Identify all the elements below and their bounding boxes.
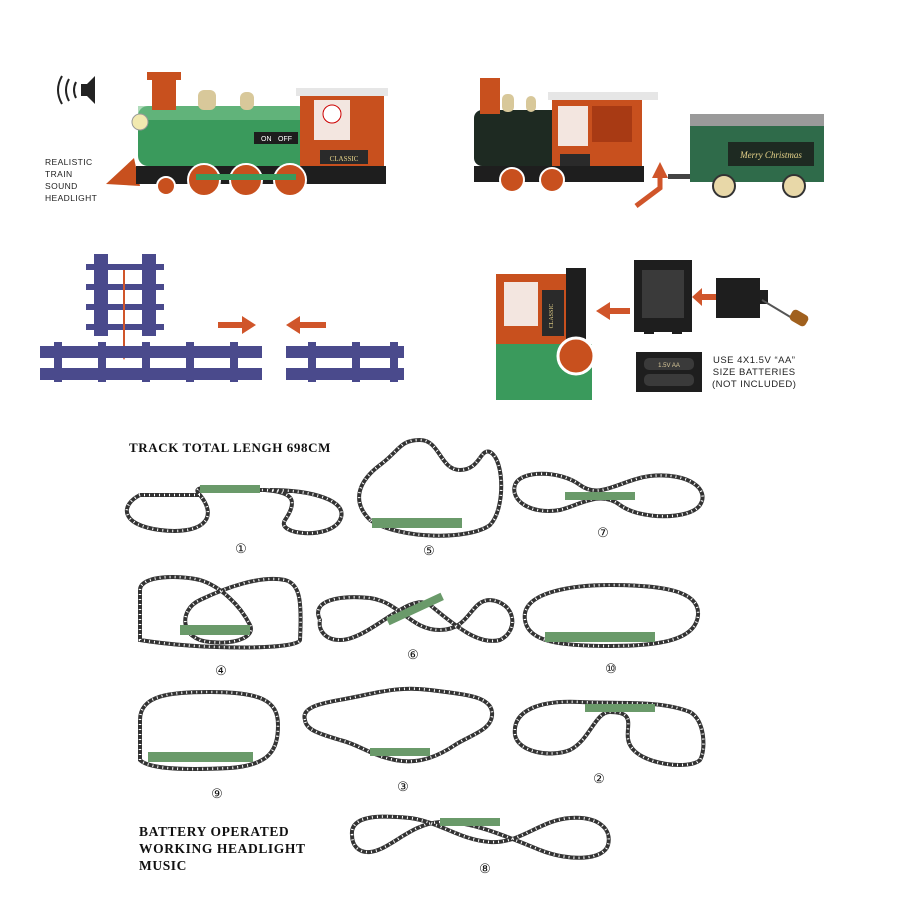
- switch-on-label: ON: [261, 136, 272, 143]
- track-title: TRACK TOTAL LENGH 698CM: [129, 440, 331, 455]
- layout-number-8: ⑧: [479, 861, 491, 876]
- footer-line: BATTERY OPERATED: [139, 824, 290, 839]
- feature-line: SOUND: [45, 181, 78, 191]
- track-layout-6: [316, 592, 515, 643]
- feature-list: REALISTIC TRAIN SOUND HEADLIGHT: [45, 156, 97, 204]
- track-layout-3: [302, 686, 495, 764]
- loco-nameplate: CLASSIC: [330, 155, 359, 163]
- layout-number-2: ②: [593, 771, 605, 786]
- layout-number-4: ④: [215, 663, 227, 678]
- feature-line: TRAIN: [45, 169, 73, 179]
- switch-off-label: OFF: [278, 136, 292, 143]
- battery-note-line: USE 4X1.5V “AA”: [712, 355, 796, 366]
- track-layout-7: [512, 471, 705, 519]
- battery-note: USE 4X1.5V “AA” SIZE BATTERIES (NOT INCL…: [712, 355, 796, 391]
- layout-number-10: ⑩: [605, 661, 617, 676]
- loco-nameplate-rear: CLASSIC: [549, 304, 555, 329]
- battery-install-image: CLASSIC 1.5V AA: [496, 260, 816, 400]
- battery-note-line: (NOT INCLUDED): [712, 379, 797, 390]
- layout-number-1: ①: [235, 541, 247, 556]
- footer-line: WORKING HEADLIGHT: [139, 841, 306, 856]
- loco-tender-image: Merry Christmas: [472, 66, 832, 208]
- track-layout-4: [138, 575, 303, 650]
- track-layout-1: [124, 485, 344, 536]
- layout-number-3: ③: [397, 779, 409, 794]
- track-layout-2: [512, 699, 706, 767]
- footer-line: MUSIC: [139, 858, 188, 873]
- speaker-icon: [52, 70, 98, 110]
- track-layout-9: [138, 689, 281, 772]
- features-footer: BATTERY OPERATED WORKING HEADLIGHT MUSIC: [139, 823, 306, 874]
- feature-line: REALISTIC: [45, 157, 93, 167]
- layout-number-7: ⑦: [597, 525, 609, 540]
- battery-note-line: SIZE BATTERIES: [712, 367, 796, 378]
- layout-number-5: ⑤: [423, 543, 435, 558]
- track-assembly-image: [38, 250, 408, 385]
- locomotive-image: CLASSIC ON OFF: [100, 62, 390, 202]
- layout-number-9: ⑨: [211, 786, 223, 801]
- track-layout-8: [350, 814, 611, 860]
- track-layout-10: [522, 582, 701, 649]
- track-layout-5: [357, 437, 504, 538]
- battery-label: 1.5V AA: [658, 363, 680, 369]
- feature-line: HEADLIGHT: [45, 193, 98, 203]
- layout-number-6: ⑥: [407, 647, 419, 662]
- tender-nameplate: Merry Christmas: [739, 150, 802, 160]
